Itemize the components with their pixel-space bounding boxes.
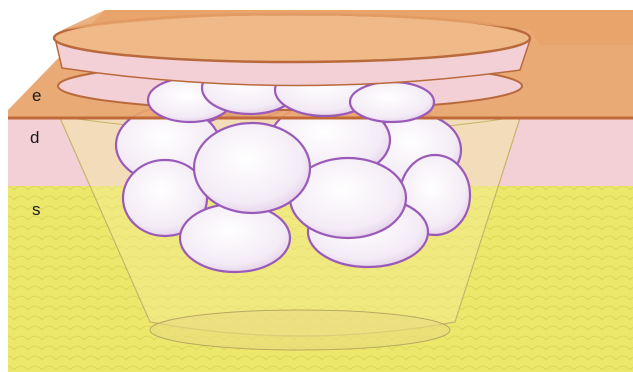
label-dermis: d: [30, 128, 39, 148]
label-subcutis: s: [32, 200, 41, 220]
label-epidermis: e: [32, 86, 41, 106]
lifted-epidermis-lid: [54, 14, 530, 86]
